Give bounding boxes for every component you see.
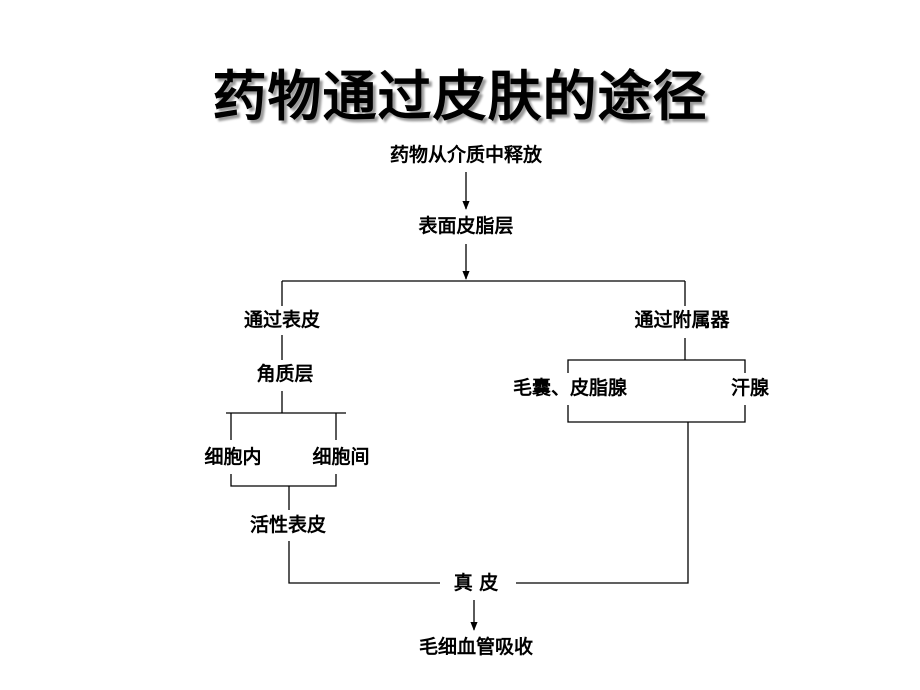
appendage-bracket — [567, 359, 746, 373]
node-follicle-sebaceous: 毛囊、皮脂腺 — [511, 377, 629, 400]
node-release: 药物从介质中释放 — [388, 144, 544, 167]
node-epidermis: 通过表皮 — [242, 309, 322, 332]
slide-title: 药物通过皮肤的途径 — [212, 65, 708, 128]
link-appendages-to-dermis — [516, 422, 689, 584]
node-intracellular: 细胞内 — [203, 446, 263, 469]
node-capillary-absorption: 毛细血管吸收 — [417, 636, 535, 659]
link-viable-to-dermis — [288, 541, 440, 584]
node-appendages: 通过附属器 — [633, 309, 731, 332]
node-intercellular: 细胞间 — [311, 446, 371, 469]
node-dermis: 真 皮 — [452, 572, 500, 595]
cell-merge-bracket — [230, 474, 337, 487]
node-surface-lipid: 表面皮脂层 — [417, 215, 515, 238]
node-stratum-corneum: 角质层 — [255, 363, 315, 386]
appendage-bracket-bottom — [567, 405, 746, 423]
node-viable-epidermis: 活性表皮 — [248, 514, 328, 537]
node-sweat-gland: 汗腺 — [729, 377, 771, 400]
